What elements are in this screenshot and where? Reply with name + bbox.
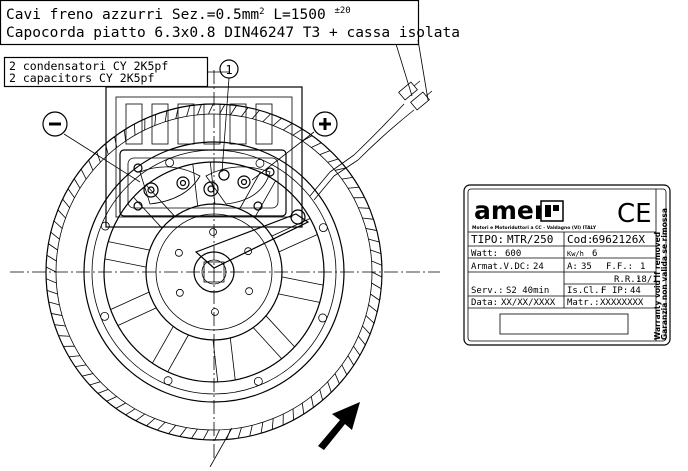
ff-value: 1 <box>640 262 645 272</box>
watt-label: Watt: <box>471 249 498 259</box>
brand-logo-mark <box>541 201 563 221</box>
matr-label: Matr.: <box>567 298 600 308</box>
armat-label: Armat.V.DC: <box>471 262 531 272</box>
ce-mark: CE <box>617 199 652 229</box>
kw-value: 6 <box>592 249 597 259</box>
watt-value: 600 <box>505 249 521 259</box>
nameplate: amer CE Motori e Motoriduttori a CC - Va… <box>464 185 670 345</box>
brush-housing <box>106 87 302 227</box>
serv-value: S2 40min <box>506 286 549 296</box>
tipo-label: TIPO: <box>471 233 504 246</box>
ip-value: 44 <box>630 286 641 296</box>
ip-label: IP: <box>612 286 628 296</box>
cod-label: Cod: <box>567 233 594 246</box>
kw-label: Kw/h <box>567 250 584 258</box>
callout-1: 1 <box>220 60 238 172</box>
a-label: A: <box>567 262 578 272</box>
warranty-note-it: Garanzia non valida se rimossa <box>660 208 669 340</box>
tipo-value: MTR/250 <box>507 233 553 246</box>
brake-cables <box>310 81 432 200</box>
iscl-label: Is.Cl.: <box>567 286 605 296</box>
cod-value: 6962126X <box>592 233 645 246</box>
matr-value: XXXXXXXX <box>600 298 644 308</box>
data-label: Data: <box>471 298 498 308</box>
cable-note-line1: Cavi freno azzurri Sez.=0.5mm2 L=1500 ±2… <box>6 6 351 23</box>
cable-note: Cavi freno azzurri Sez.=0.5mm2 L=1500 ±2… <box>1 1 460 45</box>
data-value: XX/XX/XXXX <box>501 298 556 308</box>
nameplate-subtitle: Motori e Motoriduttori a CC - Valdagno (… <box>472 225 597 231</box>
negative-terminal-marker <box>43 112 140 182</box>
svg-text:1: 1 <box>225 63 232 77</box>
a-value: 35 <box>581 262 592 272</box>
rotation-arrow <box>318 402 360 450</box>
serv-label: Serv.: <box>471 286 504 296</box>
capacitor-note-line2: 2 capacitors CY 2K5pf <box>9 71 154 85</box>
armat-value: 24 <box>533 262 544 272</box>
ff-label: F.F.: <box>606 262 633 272</box>
capacitor-note: 2 condensatori CY 2K5pf 2 capacitors CY … <box>5 58 208 87</box>
brand-logo: amer <box>474 196 547 225</box>
cable-note-line2: Capocorda piatto 6.3x0.8 DIN46247 T3 + c… <box>6 25 460 41</box>
iscl-value: F <box>601 286 606 296</box>
